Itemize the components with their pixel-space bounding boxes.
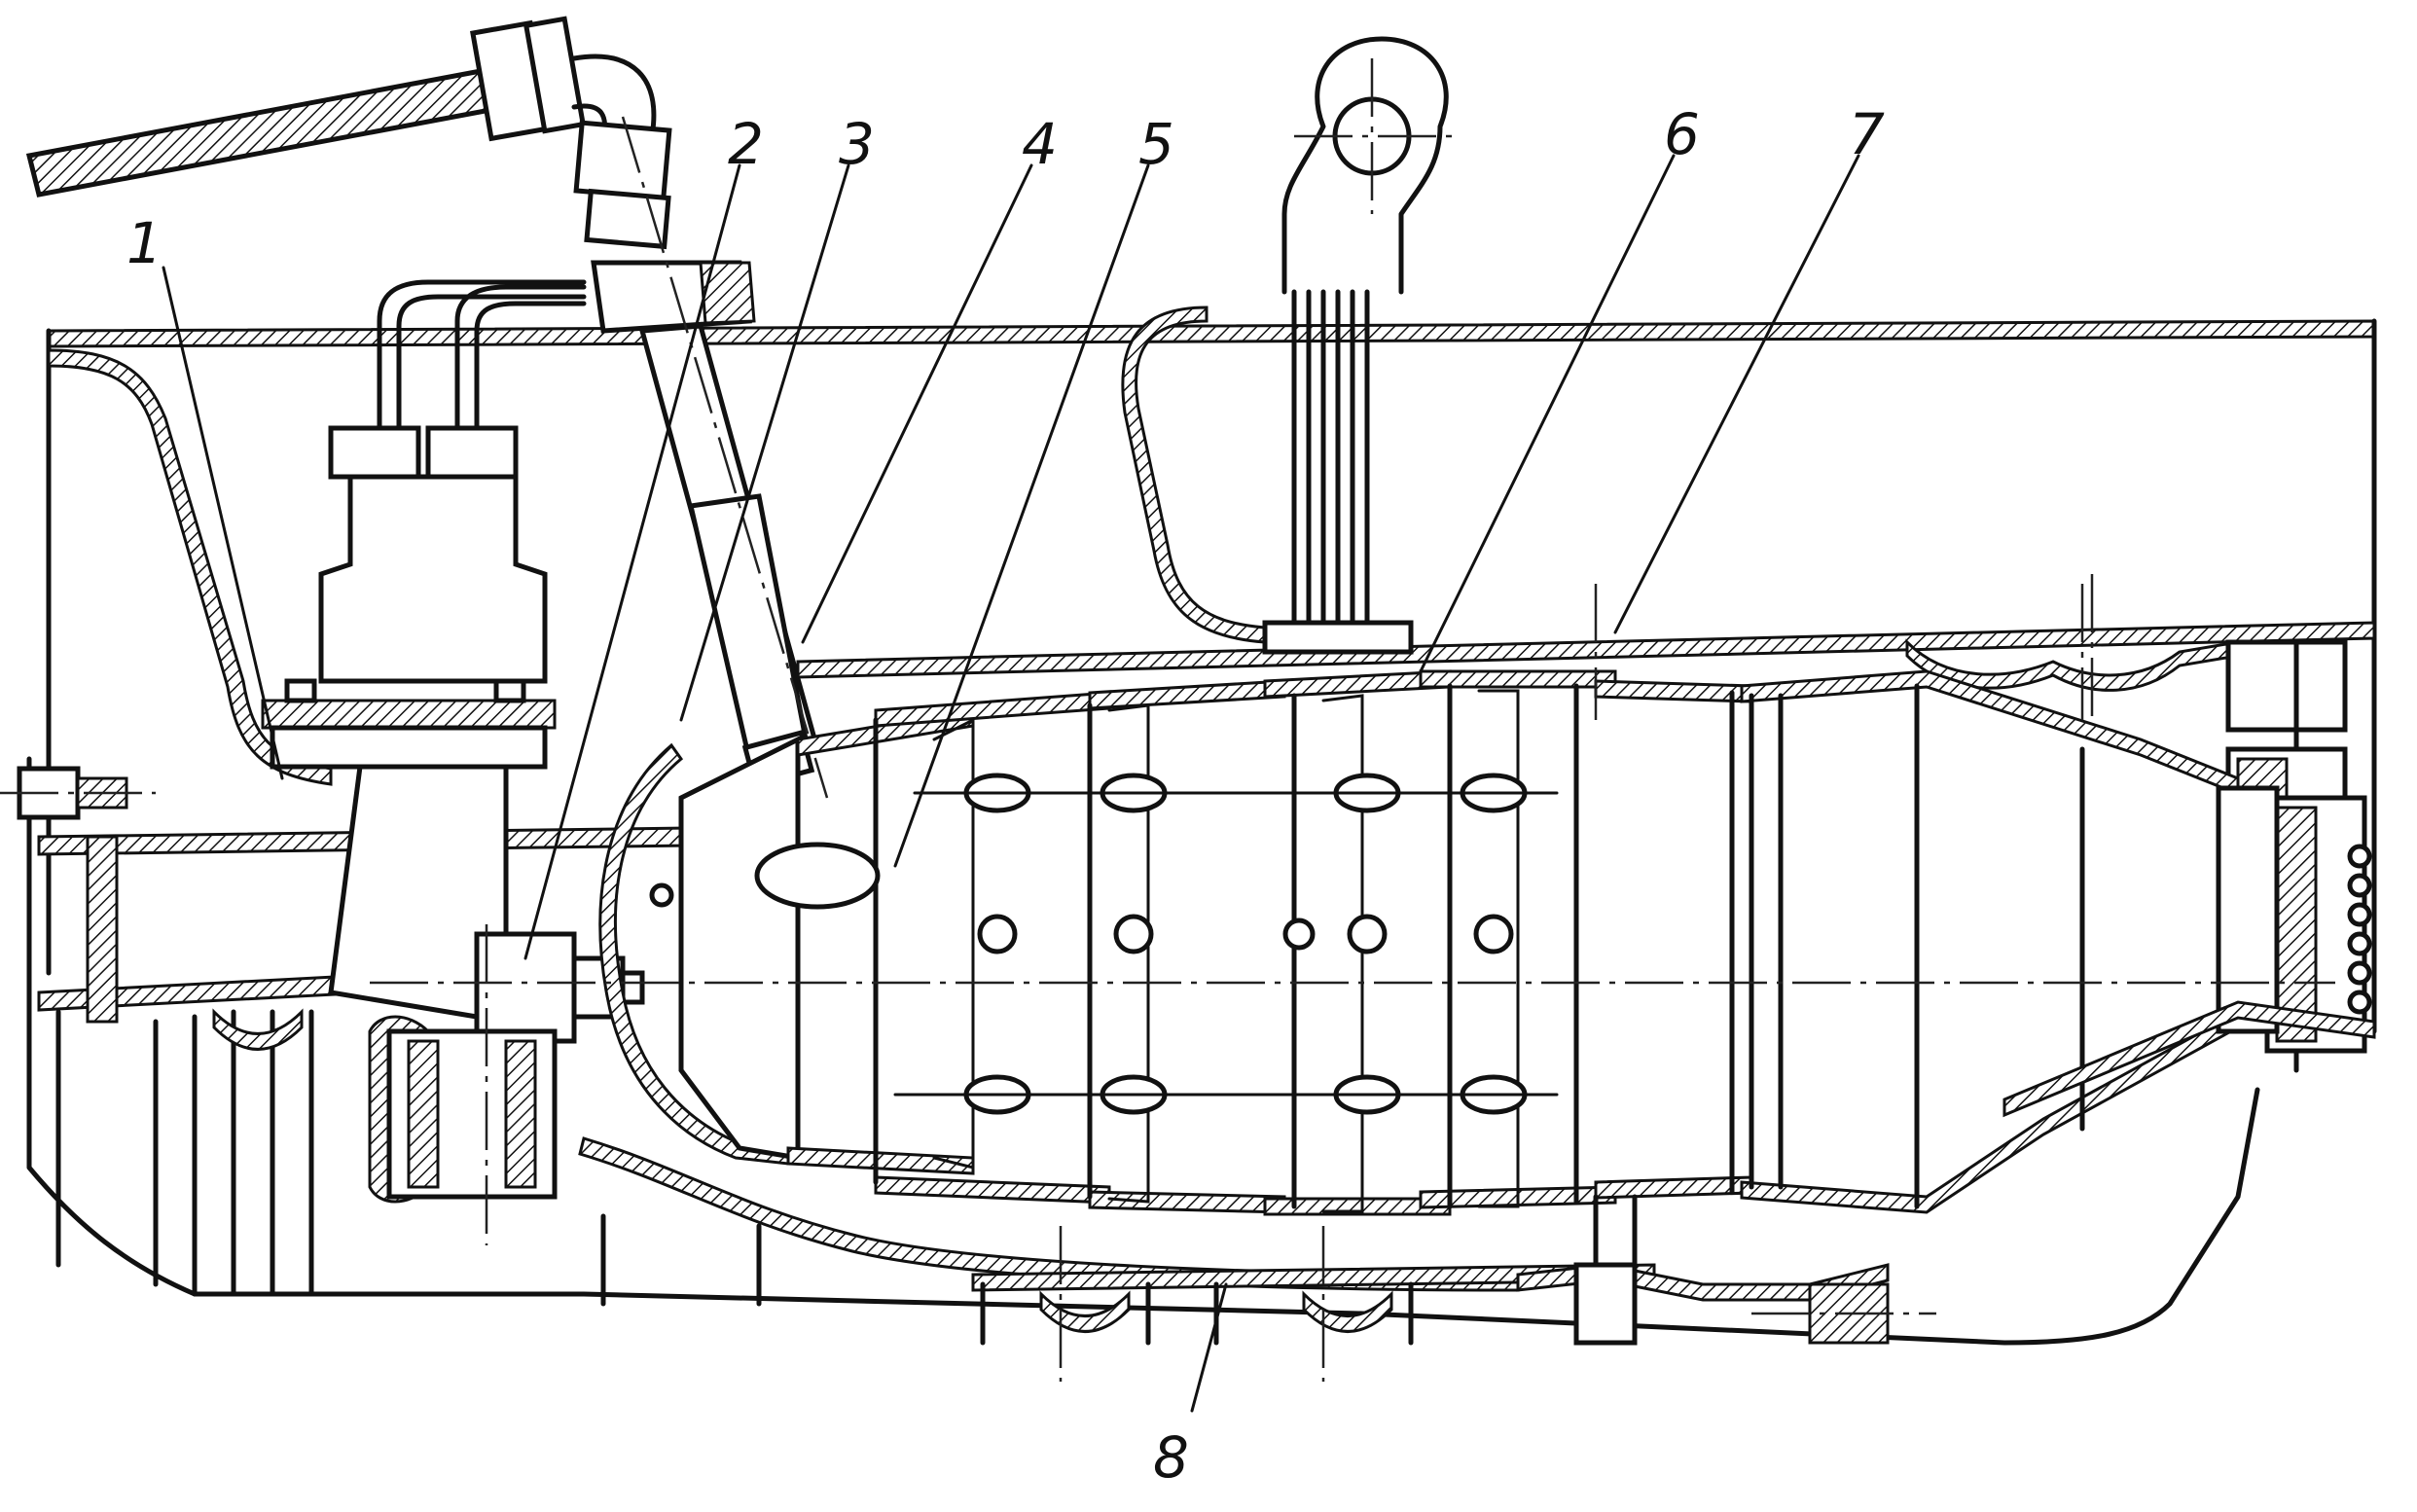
mounting-lug — [1281, 36, 1460, 635]
igniter-assembly — [573, 116, 829, 799]
callout-2: 2 — [728, 111, 764, 177]
callout-5: 5 — [1138, 111, 1174, 177]
casing-flange-bolts — [0, 766, 156, 1268]
lower-boss — [368, 584, 2084, 1245]
inner-duct-wall — [796, 306, 2376, 679]
callout-labels: 1 2 3 4 5 6 7 8 — [126, 101, 1885, 1491]
fuel-supply-hose — [25, 16, 657, 227]
callout-7: 7 — [1849, 101, 1885, 167]
callout-4: 4 — [1022, 111, 1058, 177]
lower-casing — [153, 1008, 2260, 1382]
callout-3: 3 — [839, 111, 875, 177]
igniter-plug — [474, 931, 645, 1044]
callout-8: 8 — [1153, 1424, 1189, 1491]
callout-1: 1 — [126, 210, 162, 276]
outer-casing-top — [46, 318, 2377, 1034]
ignition-unit — [261, 279, 587, 1025]
transition-duct — [1740, 669, 2376, 1214]
callout-6: 6 — [1664, 101, 1700, 167]
callout-leaders — [162, 154, 1860, 1413]
flame-tube-liner — [598, 669, 1753, 1216]
dilution-air-holes — [649, 773, 1559, 1115]
